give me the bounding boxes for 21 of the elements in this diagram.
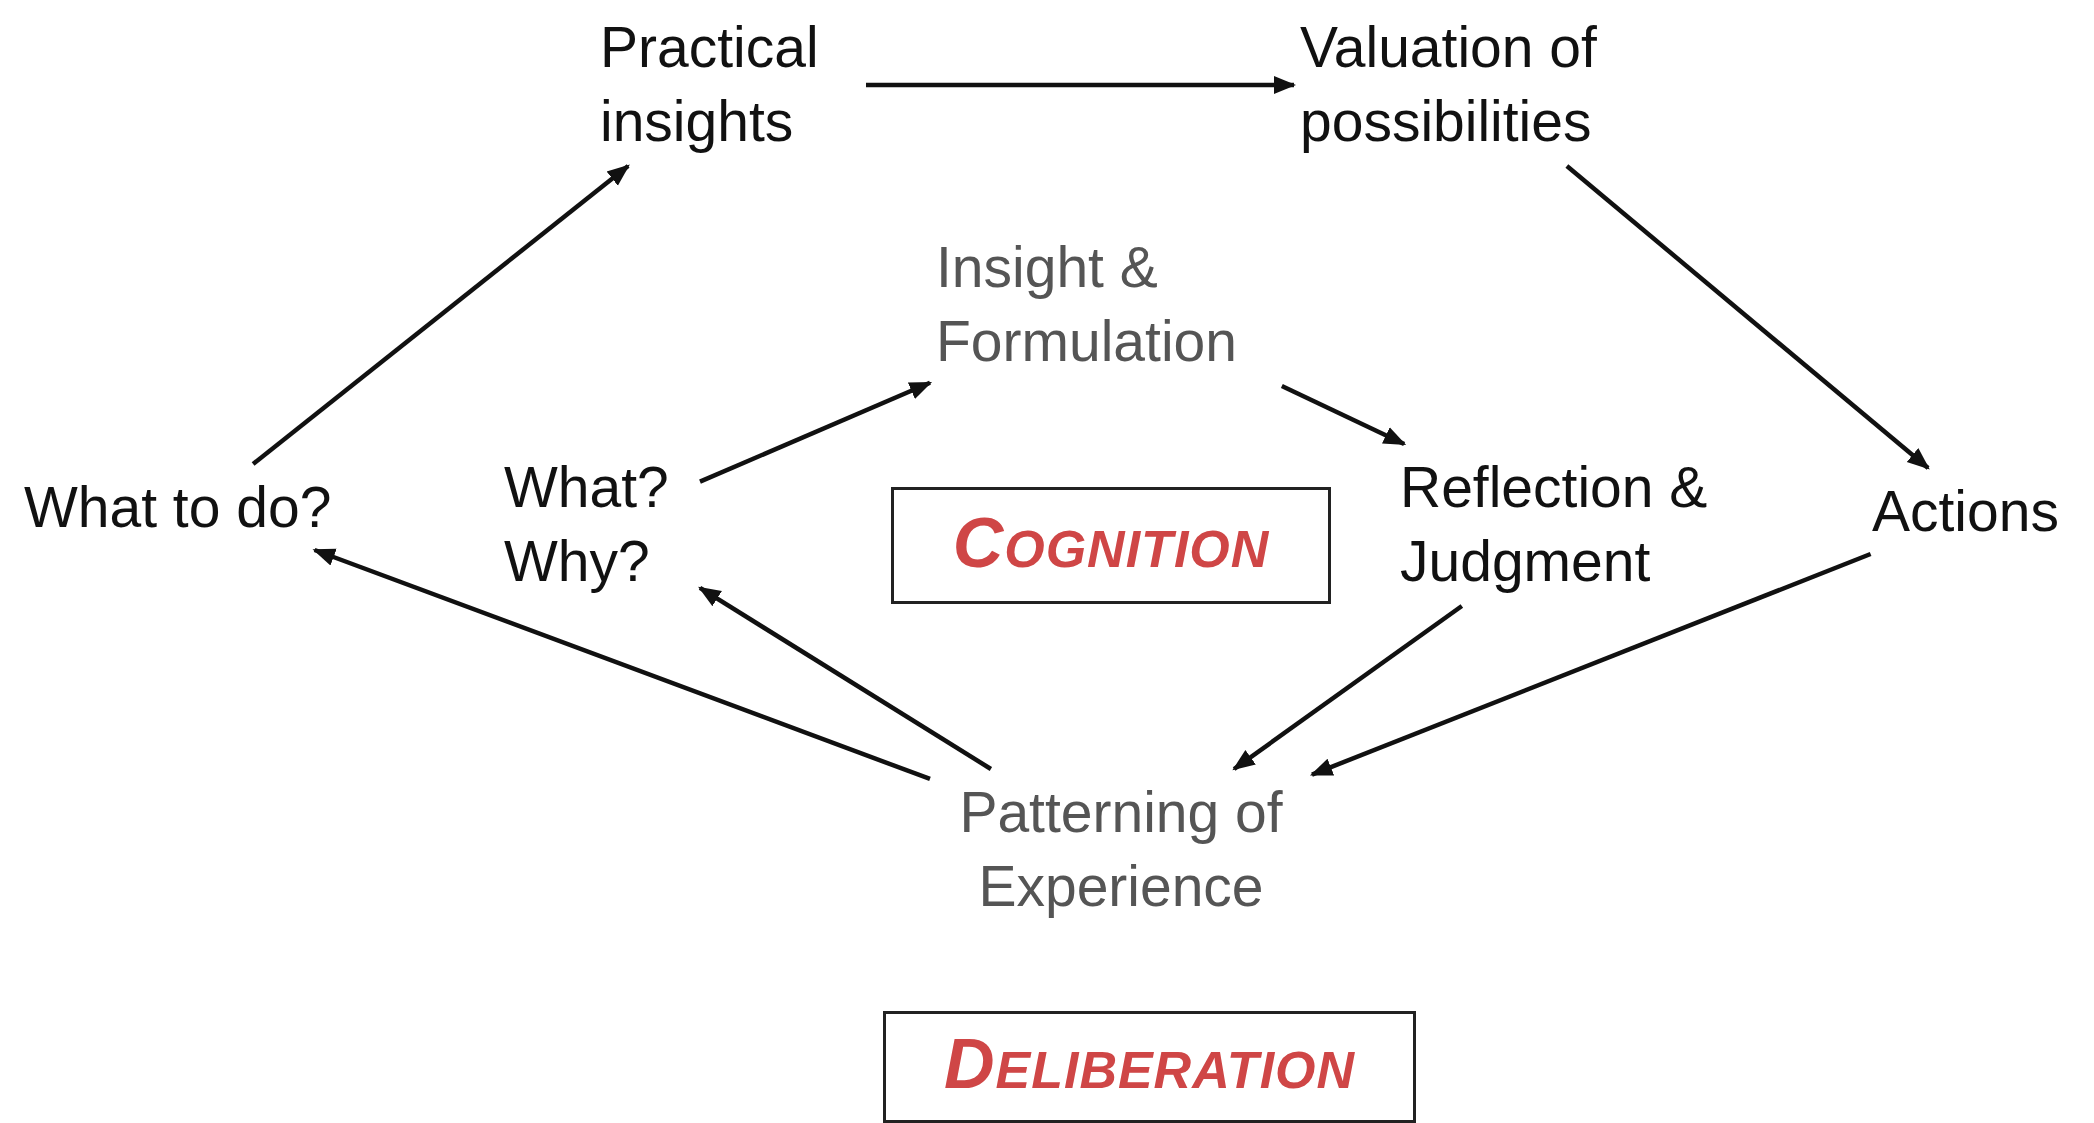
arrow — [312, 547, 931, 782]
arrow — [1309, 551, 1872, 777]
node-label: Patterning of Experience — [936, 775, 1306, 925]
node-label: Actions — [1872, 474, 2087, 548]
title-text: COGNITION — [952, 505, 1270, 584]
arrow — [866, 76, 1297, 94]
arrow — [1232, 604, 1464, 771]
arrow — [251, 164, 630, 466]
arrow — [699, 380, 933, 484]
arrow — [698, 585, 993, 771]
node-label: Reflection & Judgment — [1400, 450, 1750, 600]
title-box — [891, 487, 1331, 604]
node-label: Valuation of possibilities — [1300, 10, 1640, 160]
node-label: What to do? — [24, 470, 374, 544]
title-text: DELIBERATION — [943, 1027, 1356, 1105]
node-label: Practical insights — [600, 10, 860, 160]
arrow — [1280, 383, 1407, 447]
arrow — [1565, 164, 1930, 470]
node-label: Insight & Formulation — [936, 230, 1286, 380]
node-label: What? Why? — [504, 450, 694, 600]
title-box — [883, 1011, 1416, 1123]
